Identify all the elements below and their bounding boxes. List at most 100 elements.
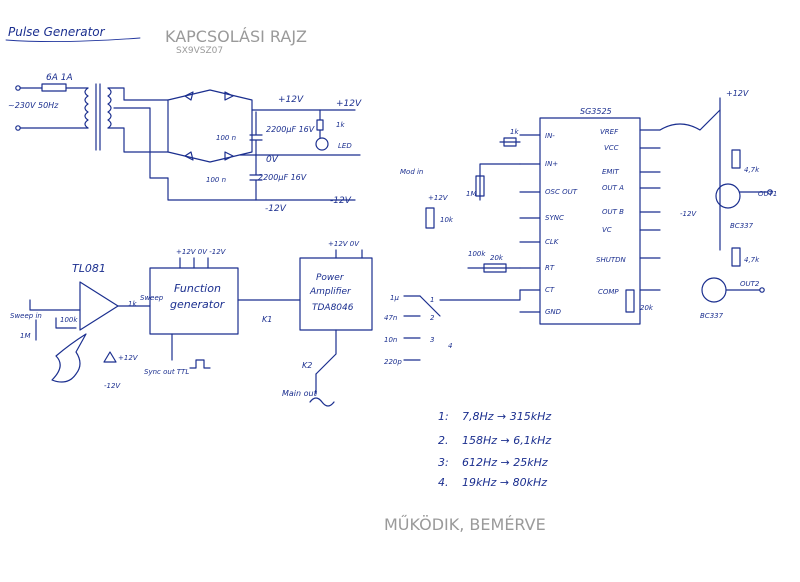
r-10k-symbol (425, 207, 435, 229)
rail-neg-a: -12V (265, 204, 287, 214)
square-wave-icon (189, 359, 211, 369)
pwm-left-leads (519, 134, 541, 313)
pin-left-3: OSC OUT (545, 188, 578, 196)
k1-label: K1 (262, 315, 272, 324)
function-chain: TL081 Sweep in 1M 100k +12V -12V Sweep 1… (10, 240, 373, 407)
pwm-left-pins: IN- IN+ OSC OUT SYNC CLK RT CT GND (545, 132, 578, 316)
generator-supply: +12V 0V -12V (176, 248, 227, 256)
pin-left-8: GND (545, 308, 562, 316)
cap-top-value: 2200µF 16V (266, 125, 315, 134)
range-2-num: 2. (438, 434, 449, 447)
out1-terminal (767, 189, 773, 195)
mains-terminal-a (15, 85, 21, 91)
pencil-id: SX9VSZ07 (176, 46, 223, 56)
r-1k-label: 1k (510, 128, 519, 136)
led-label: LED (338, 142, 352, 150)
r-1m-label: 1M (20, 332, 31, 340)
opamp-symbol (79, 281, 119, 331)
pin-right-8: COMP (598, 288, 619, 296)
r-4k7-b-symbol (731, 247, 741, 267)
rail-pos-b: +12V (336, 99, 362, 109)
amp-supply: +12V 0V (328, 240, 360, 248)
cap1-label: 1µ (390, 294, 399, 302)
range-3-text: 612Hz → 25kHz (462, 456, 548, 469)
zener-symbol (103, 351, 117, 363)
range-3-num: 3: (438, 456, 449, 469)
r-100k-label: 100k (60, 316, 78, 324)
pin-right-2: VCC (604, 144, 619, 152)
r-4k7-a-label: 4,7k (744, 166, 760, 174)
out2-terminal (759, 287, 765, 293)
bridge-diodes (184, 91, 234, 161)
mod-wire (479, 163, 521, 201)
transformer-primary (84, 87, 89, 129)
out2-label: OUT2 (740, 280, 760, 288)
opamp-label: TL081 (72, 262, 106, 275)
c-small-b: 100 n (206, 176, 226, 184)
generator-line2: generator (170, 298, 226, 311)
transformer-secondary (107, 87, 112, 129)
footer-pencil-note: MŰKÖDIK, BEMÉRVE (384, 514, 546, 534)
range-2-text: 158Hz → 6,1kHz (462, 434, 551, 447)
power-supply: 6A 1A ~230V 50Hz 100 n 100 n +12V +12V 0… (8, 73, 362, 214)
led-resistor-symbol (316, 109, 324, 139)
bridge-outline (167, 89, 253, 163)
secondary-wires (107, 87, 169, 179)
r-1m-symbol (475, 175, 485, 197)
ct-wire (439, 289, 521, 301)
sweep-label: Sweep (140, 294, 164, 302)
switch-pos-2: 2 (430, 314, 435, 322)
diagram-title: Pulse Generator (8, 25, 106, 39)
pwm-right-pins: VREF VCC EMIT OUT A OUT B VC SHUTDN COMP (596, 128, 626, 296)
range-switch (419, 295, 441, 317)
r-20k-b-symbol (625, 289, 635, 313)
rail-negative (167, 177, 356, 201)
q1-label: BC337 (730, 222, 754, 230)
r-10k-label: 10k (440, 216, 454, 224)
cap-top-symbol (249, 111, 263, 156)
amp-supply-pins (335, 249, 363, 259)
q2-label: BC337 (700, 312, 724, 320)
pin-left-4: SYNC (545, 214, 564, 222)
amp-out-wire (315, 329, 337, 375)
opamp-input-wires (29, 299, 81, 341)
r-1m-label: 1M (466, 190, 477, 198)
r-100k-symbol (467, 263, 521, 273)
cap3-label: 10n (384, 336, 397, 344)
pwm-right-leads (639, 129, 661, 291)
frequency-ranges: 1: 7,8Hz → 315kHz 2. 158Hz → 6,1kHz 3: 6… (438, 410, 551, 489)
mod-in-label: Mod in (400, 168, 423, 176)
pin-left-2: IN+ (545, 160, 558, 168)
amp-line2: Amplifier (309, 287, 352, 297)
cap-bottom-value: 2200µF 16V (258, 173, 307, 182)
cap2-label: 47n (384, 314, 397, 322)
cap-select-wires (403, 295, 421, 361)
switch-pos-1: 1 (430, 296, 434, 304)
title-underline (5, 37, 141, 43)
pencil-title: KAPCSOLÁSI RAJZ (165, 27, 307, 46)
r-4k7-b-label: 4,7k (744, 256, 760, 264)
amp-line3: TDA8046 (312, 303, 354, 313)
cap4-label: 220p (384, 358, 402, 366)
r-4k7-a-symbol (731, 149, 741, 169)
pin-left-1: IN- (545, 132, 555, 140)
r-20k-b-label: 20k (640, 304, 654, 312)
led-symbol (315, 137, 329, 151)
pin-right-4: OUT A (602, 184, 624, 192)
pin-right-7: SHUTDN (596, 256, 626, 264)
sweep-in-label: Sweep in (10, 312, 42, 320)
pwm-section: SG3525 IN- IN+ OSC OUT SYNC CLK RT CT GN… (384, 89, 777, 366)
out-pos12: +12V (726, 89, 749, 98)
scribble-mark (51, 333, 87, 383)
pin-right-1: VREF (600, 128, 619, 136)
r-100k-label: 100k (468, 250, 486, 258)
mains-label: ~230V 50Hz (8, 101, 59, 110)
c-small-a: 100 n (216, 134, 236, 142)
pin-left-6: RT (545, 264, 555, 272)
rail-zero-label: 0V (266, 155, 279, 165)
range-4-num: 4. (438, 476, 449, 489)
header: Pulse Generator KAPCSOLÁSI RAJZ SX9VSZ07 (5, 25, 307, 56)
pin-right-6: VC (602, 226, 612, 234)
r-1k-label: 1k (128, 300, 137, 308)
